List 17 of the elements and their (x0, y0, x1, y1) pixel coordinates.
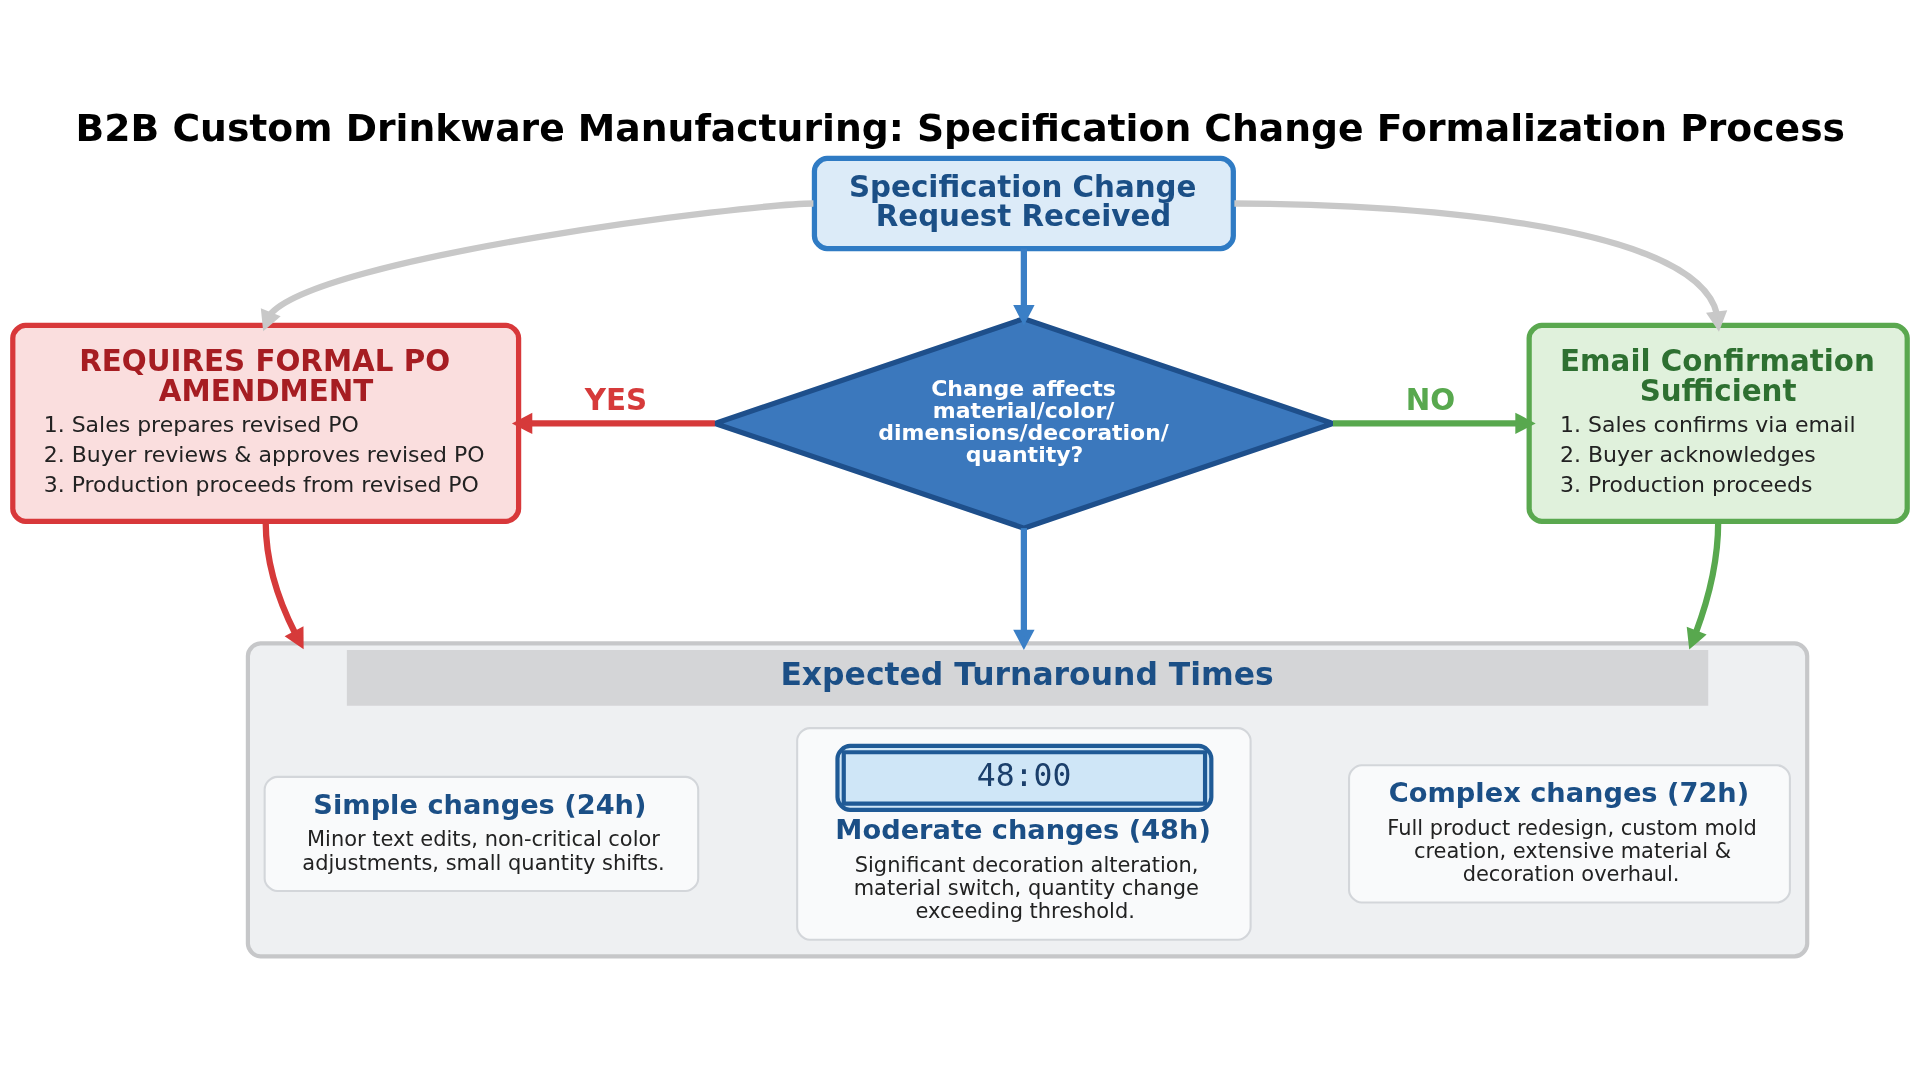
arrow (262, 521, 304, 649)
node-box: Specification Change Request Received (811, 155, 1236, 251)
diagram-title: B2B Custom Drinkware Manufacturing: Specification Change Formalization Process (75, 105, 1846, 150)
arrow (1234, 199, 1728, 332)
node-box: REQUIRES FORMAL PO AMENDMENT 1. Sales prepares revised PO 2. Buyer reviews & approves revised PO 3. Production proceeds from revised PO (10, 322, 522, 524)
arrow (1013, 527, 1035, 650)
edge-label: NO (1405, 382, 1456, 417)
arrow (1332, 412, 1536, 434)
edge-label: YES (584, 382, 648, 417)
node-box: 48:00 Moderate changes (48h) Significant decoration alteration, material switch, quantity change exceeding threshold. (796, 726, 1252, 941)
node-box: Email Confirmation Sufficient 1. Sales confirms via email 2. Buyer acknowledges 3. Production proceeds (1526, 322, 1910, 524)
arrow (1686, 521, 1722, 650)
node-box: Complex changes (72h) Full product redesign, custom mold creation, extensive material & decoration overhaul. (1348, 763, 1791, 904)
node-box: Simple changes (24h) Minor text edits, non-critical color adjustments, small quantity shifts. (263, 775, 700, 892)
arrow (1013, 248, 1035, 325)
arrow (260, 199, 814, 331)
arrow (511, 412, 715, 434)
